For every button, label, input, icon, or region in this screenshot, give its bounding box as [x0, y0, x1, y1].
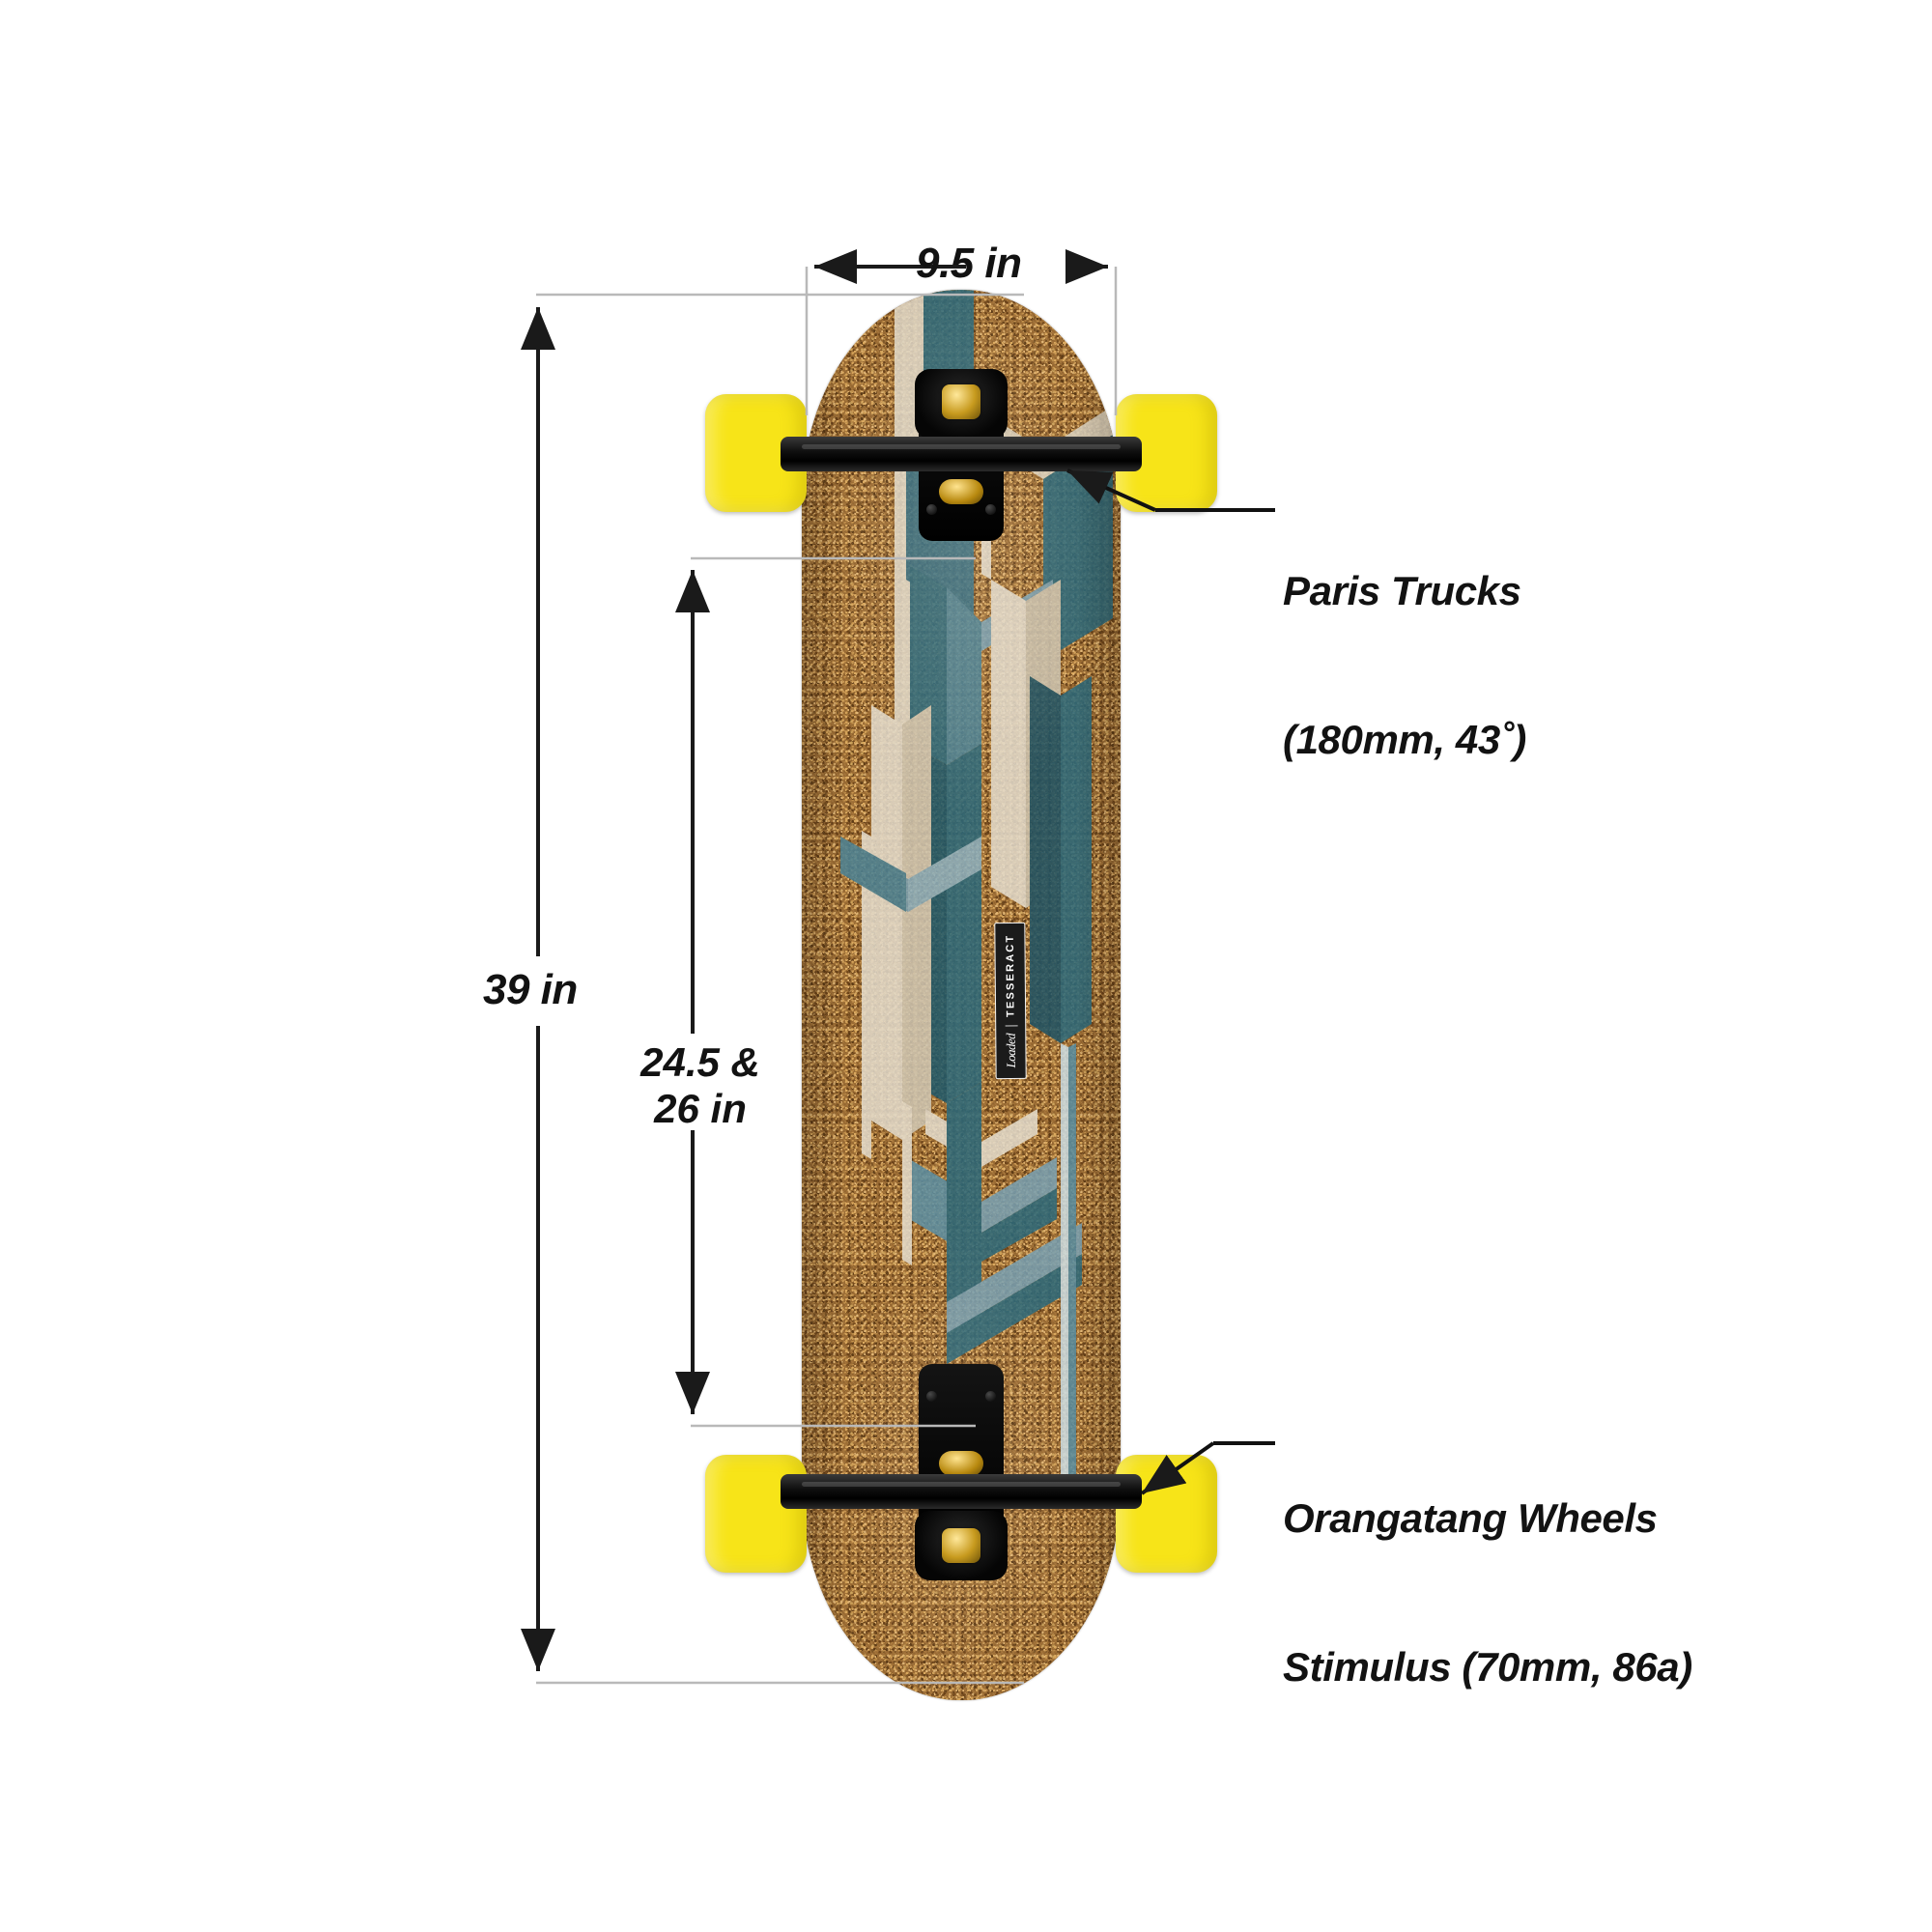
length-dimension-label: 39 in — [483, 966, 578, 1013]
longboard-assembly: Loaded TESSERACT — [705, 290, 1217, 1700]
callout-trucks-line-2: (180mm, 43˚) — [1283, 717, 1526, 763]
callout-paris-trucks: Paris Trucks (180mm, 43˚) — [1283, 468, 1526, 864]
truck-assembly-top — [705, 348, 1217, 589]
brand-tag: Loaded TESSERACT — [994, 922, 1027, 1080]
tag-divider — [1004, 1024, 1017, 1027]
bushing-top — [939, 479, 983, 504]
wheelbase-dimension-label: 24.5 & 26 in — [618, 1039, 782, 1132]
truck-assembly-bottom — [705, 1364, 1217, 1633]
wheel-bottom-right — [1116, 1455, 1217, 1573]
callout-wheels-line-2: Stimulus (70mm, 86a) — [1283, 1644, 1692, 1690]
truck-hanger-bottom — [781, 1474, 1142, 1509]
kingpin-bottom — [942, 1528, 980, 1563]
loaded-logo: Loaded — [1003, 1033, 1018, 1068]
bushing-bottom — [939, 1451, 983, 1476]
callout-orangatang-wheels: Orangatang Wheels Stimulus (70mm, 86a) — [1283, 1395, 1692, 1791]
callout-wheels-line-1: Orangatang Wheels — [1283, 1495, 1658, 1542]
wheelbase-line-2: 26 in — [654, 1085, 747, 1131]
kingpin-top — [942, 384, 980, 419]
wheelbase-line-1: 24.5 & — [640, 1039, 760, 1085]
width-dimension-label: 9.5 in — [916, 240, 1022, 287]
truck-hanger-top — [781, 437, 1142, 471]
callout-trucks-line-1: Paris Trucks — [1283, 568, 1521, 614]
model-name: TESSERACT — [1004, 933, 1017, 1018]
wheel-bottom-left — [705, 1455, 807, 1573]
